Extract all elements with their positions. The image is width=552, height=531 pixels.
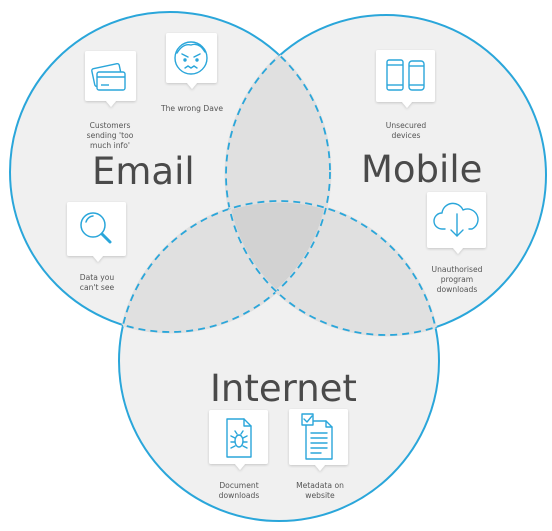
mobile-label: Mobile	[361, 148, 482, 191]
cloud-download-icon	[433, 202, 479, 237]
item-wrong-dave: The wrong Dave	[160, 33, 223, 113]
item-unauthorised-downloads: Unauthorised program downloads	[427, 192, 486, 294]
item-metadata-website: Metadata on website	[289, 409, 348, 500]
email-label: Email	[92, 150, 195, 193]
phones-icon	[386, 59, 425, 91]
caption-line: Unsecured	[386, 121, 427, 130]
internet-label: Internet	[210, 367, 357, 410]
caption-line: devices	[392, 131, 421, 140]
item-unsecured-devices: Unsecured devices	[376, 50, 435, 140]
caption-line: program	[441, 275, 473, 284]
bug-document-icon	[226, 418, 252, 458]
credit-cards-icon	[91, 62, 126, 91]
item-document-downloads: Document downloads	[209, 410, 268, 500]
caption-line: can't see	[80, 283, 115, 292]
caption-line: Unauthorised	[432, 265, 483, 274]
overlap-mobile-internet	[226, 201, 439, 335]
caption-line: Document	[219, 481, 258, 490]
angry-face-icon	[174, 41, 208, 75]
item-customers-info: Customers sending 'too much info'	[85, 51, 136, 150]
caption-line: The wrong Dave	[160, 104, 223, 113]
caption-line: downloads	[437, 285, 478, 294]
overlap-email-internet	[119, 201, 330, 332]
caption-line: Customers	[90, 121, 131, 130]
caption-line: Data you	[80, 273, 115, 282]
caption-line: website	[305, 491, 335, 500]
checklist-document-icon	[301, 413, 333, 460]
caption-line: sending 'too	[87, 131, 134, 140]
magnifier-icon	[80, 212, 112, 244]
caption-line: downloads	[219, 491, 260, 500]
caption-line: much info'	[90, 141, 130, 150]
item-data-cant-see: Data you can't see	[67, 202, 126, 292]
caption-line: Metadata on	[296, 481, 344, 490]
